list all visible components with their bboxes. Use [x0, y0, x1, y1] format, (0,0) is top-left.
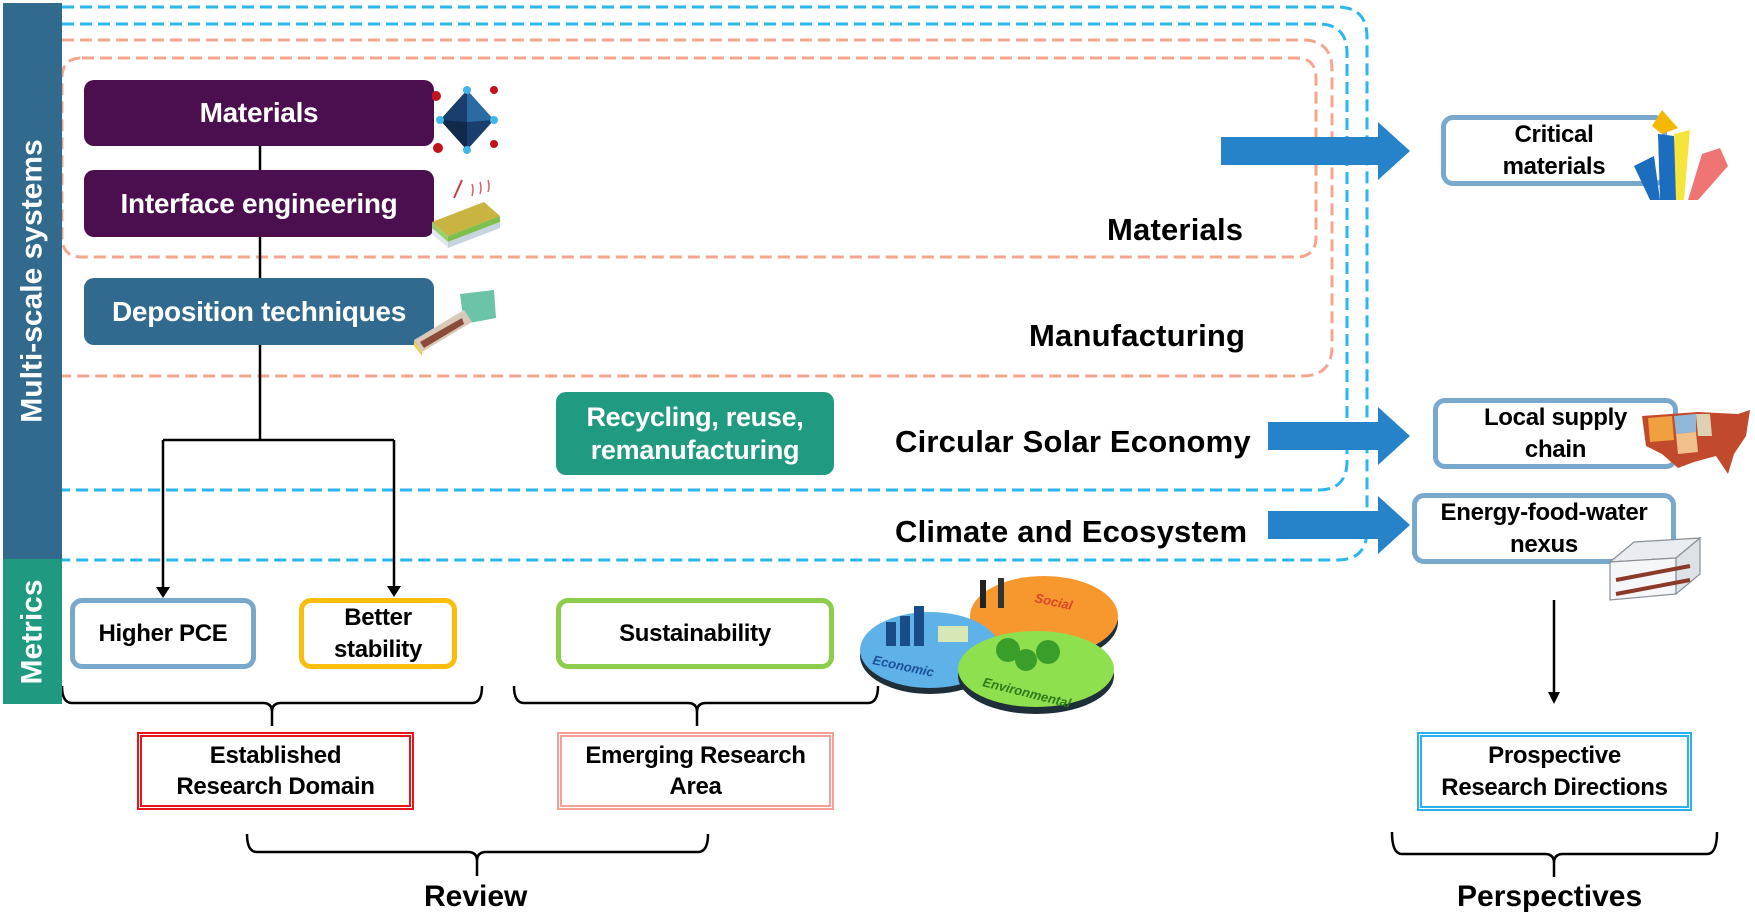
bracket-review	[245, 833, 710, 876]
critical-materials-box: Critical materials	[1441, 115, 1667, 186]
prospective-research-directions-box: Prospective Research Directions	[1417, 732, 1692, 811]
stability-line1: Better	[344, 604, 412, 632]
section-review: Review	[424, 880, 528, 913]
materials-box: Materials	[84, 80, 434, 146]
multiscale-systems-label: Multi-scale systems	[15, 139, 49, 423]
metrics-label: Metrics	[15, 578, 49, 685]
arrow-to-critical-materials	[1221, 122, 1410, 180]
recycling-line1: Recycling, reuse,	[586, 402, 804, 433]
materials-box-label: Materials	[199, 97, 319, 129]
layer-label-manufacturing: Manufacturing	[1029, 318, 1246, 353]
energy-food-water-nexus-box: Energy-food-water nexus	[1412, 493, 1676, 564]
climate-ecosystem-boundary	[62, 5, 1369, 562]
deposition-techniques-label: Deposition techniques	[112, 295, 406, 327]
better-stability-box: Better stability	[299, 598, 457, 669]
deposition-machine-icon	[414, 290, 496, 356]
deposition-techniques-box: Deposition techniques	[84, 278, 434, 345]
manufacturing-boundary	[62, 38, 1334, 378]
section-perspectives: Perspectives	[1457, 880, 1643, 913]
metrics-bar: Metrics	[3, 559, 62, 704]
established-line2: Research Domain	[176, 773, 375, 800]
bracket-emerging	[512, 685, 880, 726]
stability-line2: stability	[334, 635, 422, 663]
layer-label-climate-ecosystem: Climate and Ecosystem	[895, 514, 1248, 549]
prospective-line2: Research Directions	[1441, 773, 1668, 801]
bracket-established	[60, 685, 484, 726]
recycling-line2: remanufacturing	[590, 434, 800, 465]
established-line1: Established	[209, 741, 342, 769]
nexus-line2: nexus	[1510, 530, 1578, 558]
arrowhead-prospective	[1548, 692, 1560, 704]
arrowhead-stability	[387, 586, 401, 597]
sustainability-box: Sustainability	[556, 598, 834, 669]
sustainability-venn-icon: Social Economic Environmental	[860, 576, 1118, 714]
circular-economy-boundary	[62, 22, 1349, 492]
interface-layer-icon	[432, 179, 500, 248]
multiscale-systems-bar: Multi-scale systems	[3, 3, 62, 559]
higher-pce-label: Higher PCE	[98, 619, 228, 647]
higher-pce-box: Higher PCE	[70, 598, 256, 669]
bracket-perspectives	[1390, 831, 1719, 877]
emerging-line1: Emerging Research	[585, 741, 806, 769]
arrowhead-pce	[156, 587, 170, 598]
greenhouse-icon	[1608, 536, 1702, 601]
sustainability-label: Sustainability	[619, 619, 771, 647]
nexus-line1: Energy-food-water	[1440, 499, 1648, 527]
local-line1: Local supply	[1483, 404, 1628, 432]
recycling-box: Recycling, reuse, remanufacturing	[556, 392, 834, 475]
critical-materials-crystals-icon	[1634, 110, 1728, 200]
us-map-icon	[1642, 410, 1750, 474]
critical-line1: Critical	[1514, 121, 1594, 149]
layer-label-circular-solar-economy: Circular Solar Economy	[895, 424, 1251, 459]
emerging-line2: Area	[669, 773, 722, 800]
layer-label-materials: Materials	[1107, 212, 1244, 247]
local-line2: chain	[1524, 435, 1587, 463]
local-supply-chain-box: Local supply chain	[1433, 398, 1678, 469]
critical-line2: materials	[1502, 152, 1606, 180]
prospective-line1: Prospective	[1488, 742, 1621, 770]
established-research-domain-box: Established Research Domain	[137, 732, 414, 810]
arrow-to-nexus	[1268, 496, 1410, 554]
interface-engineering-label: Interface engineering	[120, 187, 398, 219]
perovskite-crystal-icon	[432, 86, 498, 154]
arrow-to-local-supply	[1268, 407, 1410, 465]
emerging-research-area-box: Emerging Research Area	[557, 732, 834, 810]
materials-boundary	[60, 56, 1318, 259]
interface-engineering-box: Interface engineering	[84, 170, 434, 237]
